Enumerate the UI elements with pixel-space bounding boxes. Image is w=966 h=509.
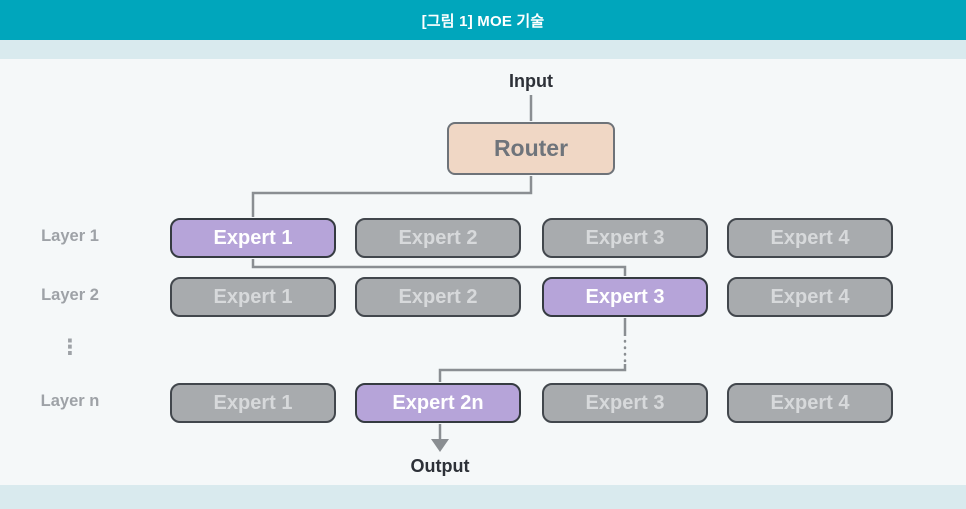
expert-node-layer2-expert4: Expert 4 bbox=[727, 277, 893, 317]
output-arrowhead-icon bbox=[431, 439, 449, 452]
input-label: Input bbox=[509, 71, 553, 91]
expert-node-layern-expert1: Expert 1 bbox=[170, 383, 336, 423]
expert-node-layer1-expert2: Expert 2 bbox=[355, 218, 521, 258]
connector-router-to-layer1-expert1 bbox=[251, 176, 533, 217]
expert-node-layern-expert3: Expert 3 bbox=[542, 383, 708, 423]
output-label: Output bbox=[410, 456, 470, 476]
figure-title: [그림 1] MOE 기술 bbox=[421, 12, 545, 30]
expert-node-layer2-expert1: Expert 1 bbox=[170, 277, 336, 317]
layer-2-label: Layer 2 bbox=[41, 286, 99, 304]
expert-node-layern-expert2n: Expert 2n bbox=[355, 383, 521, 423]
layers-ellipsis: ⋮ bbox=[59, 336, 81, 359]
connector-layer1-expert1-to-layer2-expert3 bbox=[251, 259, 627, 276]
figure-caption-bar: [그림 1] MOE 기술 bbox=[0, 0, 966, 40]
expert-node-layer1-expert4: Expert 4 bbox=[727, 218, 893, 258]
expert-node-layer2-expert3: Expert 3 bbox=[542, 277, 708, 317]
expert-node-layer1-expert1: Expert 1 bbox=[170, 218, 336, 258]
layer-n-label: Layer n bbox=[40, 392, 100, 410]
top-divider-strip bbox=[0, 40, 966, 59]
router-node: Router bbox=[447, 122, 615, 175]
connector-to-layern-expert2n bbox=[438, 364, 627, 382]
bottom-divider-strip bbox=[0, 485, 966, 509]
layer-1-label: Layer 1 bbox=[41, 227, 99, 245]
expert-node-layer1-expert3: Expert 3 bbox=[542, 218, 708, 258]
expert-node-layern-expert4: Expert 4 bbox=[727, 383, 893, 423]
expert-node-layer2-expert2: Expert 2 bbox=[355, 277, 521, 317]
